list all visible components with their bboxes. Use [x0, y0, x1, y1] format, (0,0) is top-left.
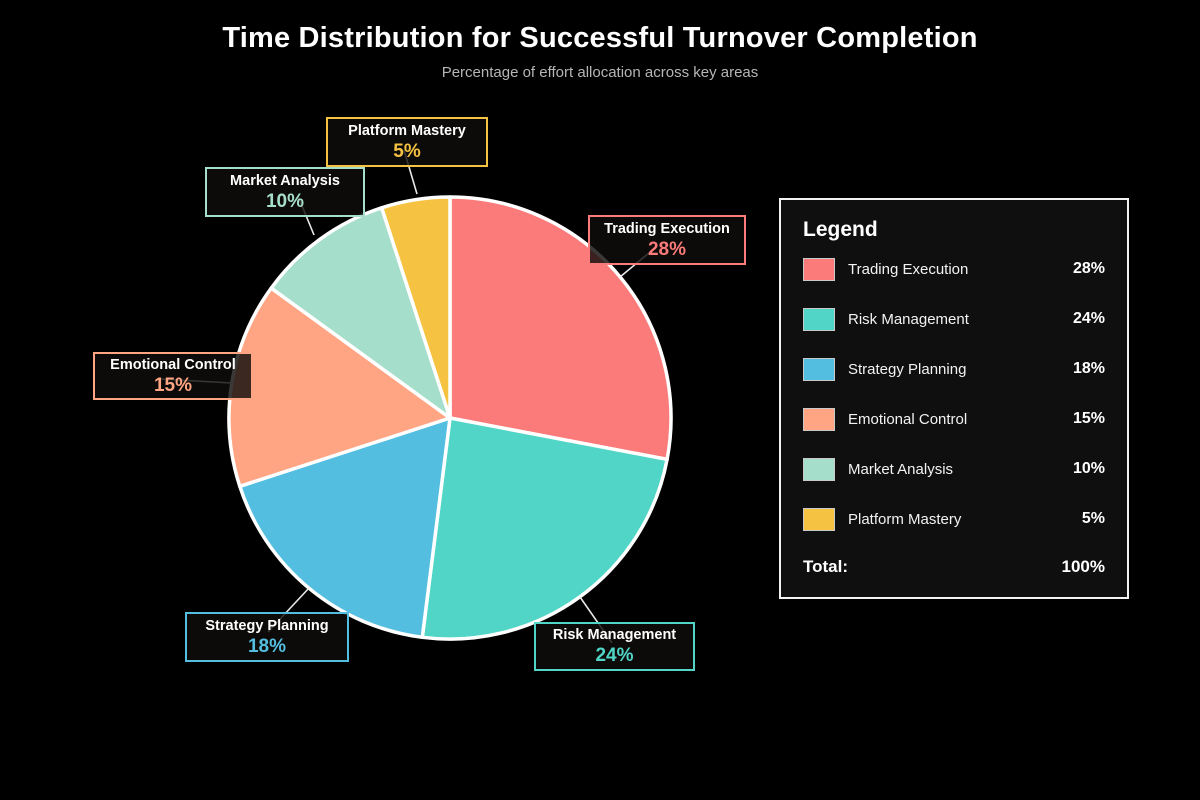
legend-swatch	[803, 507, 835, 531]
legend-rows: Trading Execution 28% Risk Management 24% St…	[803, 244, 1105, 544]
callout-value: 10%	[265, 190, 305, 212]
callout-value: 18%	[247, 635, 287, 657]
page-subtitle: Percentage of effort allocation across k…	[441, 64, 759, 81]
callout-label: Market Analysis	[230, 172, 340, 189]
legend-value: 15%	[1072, 410, 1105, 427]
legend-swatch	[803, 457, 835, 481]
legend-row-platform-mastery: Platform Mastery 5%	[803, 494, 1105, 544]
callout-label: Platform Mastery	[348, 122, 466, 139]
legend-value: 5%	[1081, 510, 1105, 527]
legend-swatch	[803, 357, 835, 381]
legend-swatch	[803, 307, 835, 331]
legend-row-risk-management: Risk Management 24%	[803, 294, 1105, 344]
legend-total-value: 100%	[1061, 557, 1105, 576]
callout-value: 28%	[647, 238, 687, 260]
legend-value: 10%	[1072, 460, 1105, 477]
legend-label: Emotional Control	[848, 410, 968, 428]
legend-value: 18%	[1072, 360, 1105, 377]
callout-label: Emotional Control	[110, 356, 236, 373]
legend-label: Trading Execution	[848, 260, 969, 278]
legend-heading: Legend	[803, 218, 878, 241]
callout-value: 5%	[393, 140, 421, 162]
callout-label: Trading Execution	[604, 220, 730, 237]
legend-label: Risk Management	[848, 310, 969, 328]
callout-risk-management: Risk Management 24%	[534, 622, 695, 671]
legend-swatch	[803, 257, 835, 281]
page-title: Time Distribution for Successful Turnove…	[222, 22, 978, 54]
legend-label: Strategy Planning	[848, 360, 967, 378]
legend-label: Market Analysis	[848, 460, 954, 478]
legend-row-market-analysis: Market Analysis 10%	[803, 444, 1105, 494]
pie-slice-market-analysis	[269, 206, 452, 420]
legend-row-strategy-planning: Strategy Planning 18%	[803, 344, 1105, 394]
legend-value: 28%	[1072, 260, 1105, 277]
callout-value: 15%	[153, 374, 193, 396]
legend-total-row: Total: 100%	[803, 557, 1105, 577]
legend-total-label: Total:	[803, 557, 849, 576]
legend-swatch	[803, 407, 835, 431]
callout-label: Strategy Planning	[205, 617, 329, 634]
legend-label: Platform Mastery	[848, 510, 962, 528]
legend-row-emotional-control: Emotional Control 15%	[803, 394, 1105, 444]
legend-row-trading-execution: Trading Execution 28%	[803, 244, 1105, 294]
callout-label: Risk Management	[552, 627, 677, 643]
pie-slice-platform-mastery	[379, 195, 452, 420]
legend-panel: Legend Trading Execution 28% Risk Manageme…	[779, 198, 1129, 599]
legend-value: 24%	[1072, 310, 1105, 327]
pie-slice-risk-management	[420, 416, 669, 641]
callout-value: 24%	[595, 645, 634, 666]
